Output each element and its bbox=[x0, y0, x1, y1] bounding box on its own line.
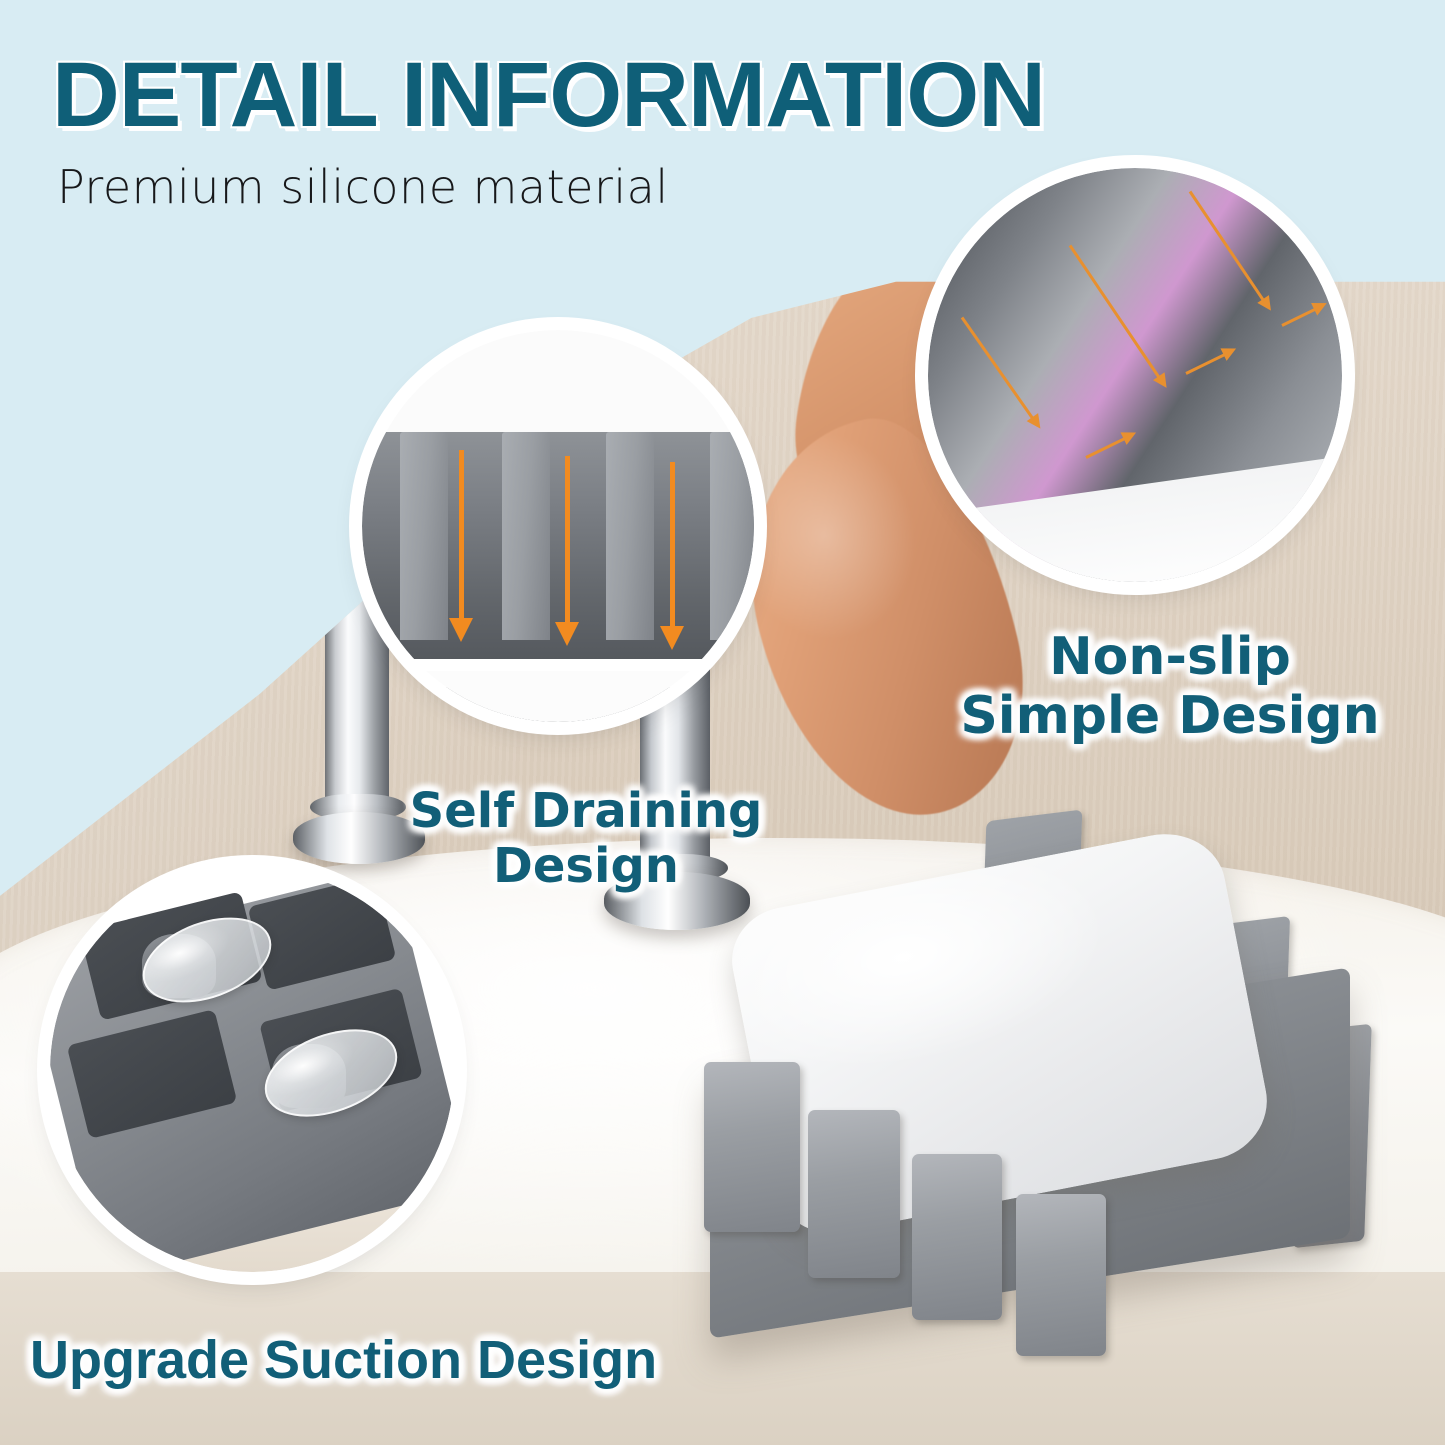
holder-rib-front-1 bbox=[704, 1062, 800, 1232]
callout-label-suction: Upgrade Suction Design bbox=[30, 1330, 658, 1390]
drain-arrow-1-icon bbox=[449, 450, 473, 642]
drain-arrow-2-icon bbox=[555, 456, 579, 646]
bubble1-rib-4 bbox=[710, 431, 754, 640]
callout-bubble-suction bbox=[50, 868, 454, 1272]
page-title: DETAIL INFORMATION bbox=[52, 44, 1046, 146]
holder-rib-front-2 bbox=[808, 1110, 900, 1278]
faucet-base-left bbox=[293, 812, 425, 864]
drain-arrow-3-icon bbox=[660, 462, 684, 650]
faucet-base-right bbox=[604, 872, 750, 930]
bubble1-rib-1 bbox=[400, 431, 448, 640]
callout-bubble-non-slip bbox=[928, 168, 1342, 582]
callout-bubble-self-draining bbox=[362, 330, 754, 722]
bubble1-rib-2 bbox=[502, 431, 550, 640]
bubble1-white-top bbox=[362, 330, 754, 436]
holder-rib-front-4 bbox=[1016, 1194, 1106, 1356]
holder-rib-front-3 bbox=[912, 1154, 1002, 1320]
bubble1-white-bottom bbox=[362, 671, 754, 722]
callout-label-non-slip: Non-slip Simple Design bbox=[960, 627, 1380, 747]
callout-label-self-draining: Self Draining Design bbox=[409, 783, 763, 894]
page-subtitle: Premium silicone material bbox=[57, 160, 669, 214]
bubble1-rib-3 bbox=[606, 431, 654, 640]
product-photo bbox=[690, 790, 1410, 1410]
